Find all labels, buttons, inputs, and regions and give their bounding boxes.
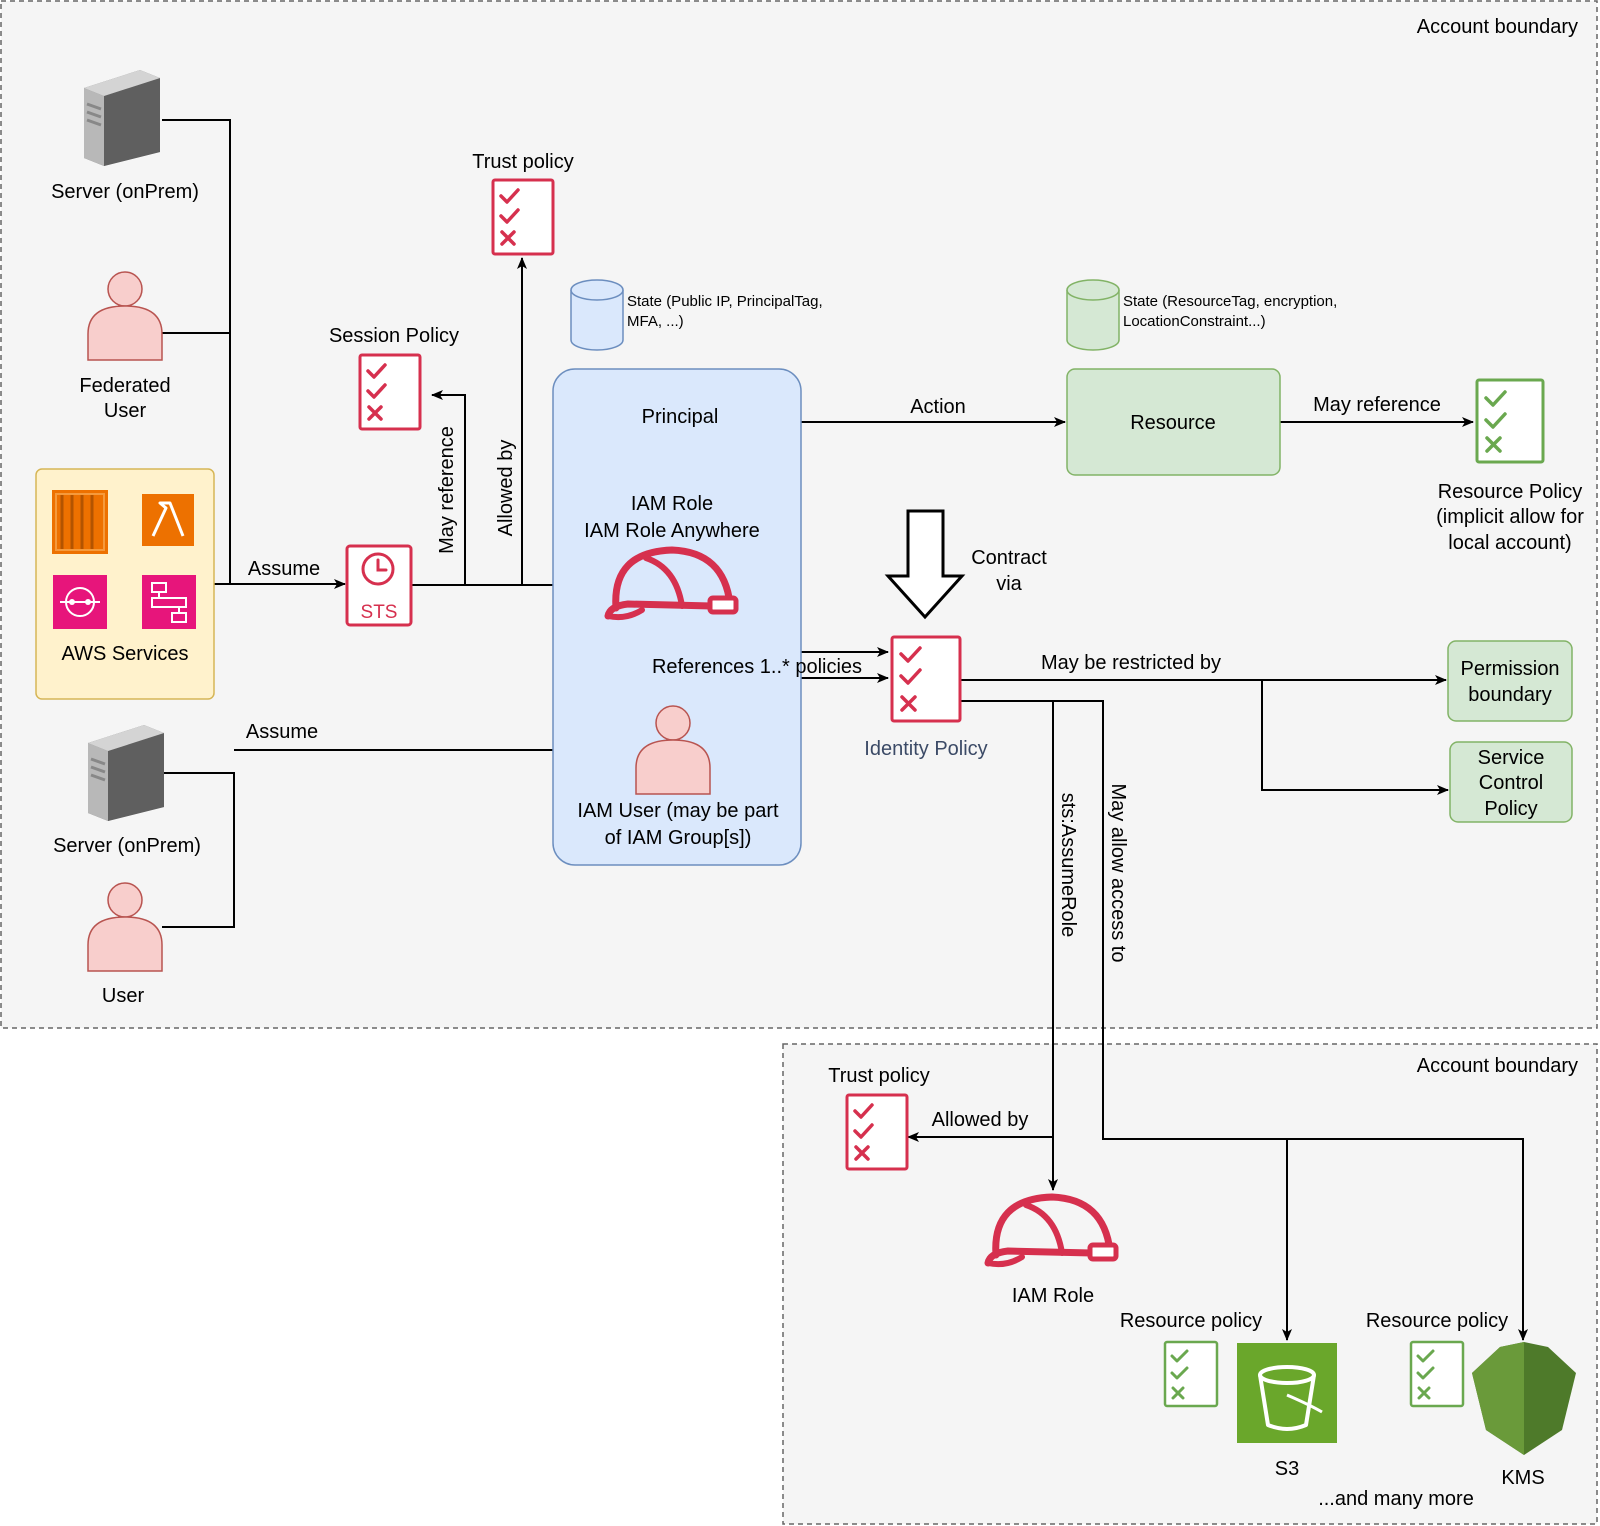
state-principal-line1: State (Public IP, PrincipalTag, bbox=[627, 293, 823, 310]
lambda-icon bbox=[142, 494, 194, 546]
scp-label-1: Service bbox=[1478, 747, 1545, 769]
kms-icon bbox=[1472, 1342, 1576, 1455]
federated-user-label-1: Federated bbox=[79, 375, 170, 397]
account-boundary-bottom bbox=[782, 1043, 1598, 1525]
server-icon bbox=[86, 723, 166, 823]
trust-policy-bottom-label: Trust policy bbox=[828, 1065, 930, 1087]
scp-box bbox=[1449, 741, 1573, 823]
edge-server-top bbox=[162, 119, 231, 584]
permission-boundary-label-1: Permission bbox=[1461, 658, 1560, 680]
database-icon bbox=[570, 279, 624, 351]
aws-services-label: AWS Services bbox=[61, 643, 188, 665]
may-reference-resource-label: May reference bbox=[1313, 394, 1441, 416]
resource-box bbox=[1066, 368, 1281, 476]
contract-via-label-2: via bbox=[996, 573, 1022, 595]
and-many-more-label: ...and many more bbox=[1318, 1488, 1474, 1510]
state-resource-line1: State (ResourceTag, encryption, bbox=[1123, 293, 1337, 310]
may-reference-session-label: May reference bbox=[436, 426, 458, 554]
server-icon bbox=[82, 68, 162, 168]
assume-bottom-label: Assume bbox=[246, 721, 318, 743]
federated-user-label-2: User bbox=[104, 400, 147, 422]
state-principal-line2: MFA, ...) bbox=[627, 313, 684, 330]
iam-user-label-1: IAM User (may be part bbox=[577, 800, 779, 822]
resource-policy-s3-label: Resource policy bbox=[1120, 1310, 1262, 1332]
policy-document-icon bbox=[358, 353, 422, 431]
policy-document-icon bbox=[491, 178, 555, 256]
edge-server-bottom bbox=[162, 772, 235, 928]
iam-role-bottom-label: IAM Role bbox=[1012, 1285, 1094, 1307]
permission-boundary-box bbox=[1447, 640, 1573, 722]
resource-policy-label-1: Resource Policy bbox=[1438, 481, 1583, 503]
scp-label-2: Control bbox=[1479, 772, 1543, 794]
policy-document-icon bbox=[1409, 1340, 1465, 1408]
state-resource-line2: LocationConstraint...) bbox=[1123, 313, 1266, 330]
server-top-label: Server (onPrem) bbox=[51, 181, 199, 203]
identity-policy-label: Identity Policy bbox=[864, 738, 987, 760]
assume-top-label: Assume bbox=[248, 558, 320, 580]
principal-box bbox=[552, 368, 802, 866]
eventbridge-icon bbox=[53, 575, 107, 629]
down-arrow-icon bbox=[884, 509, 966, 620]
policy-document-icon bbox=[1475, 378, 1545, 464]
permission-boundary-label-2: boundary bbox=[1468, 684, 1551, 706]
action-label: Action bbox=[910, 396, 966, 418]
policy-document-icon bbox=[1163, 1340, 1219, 1408]
iam-user-label-2: of IAM Group[s]) bbox=[605, 827, 752, 849]
resource-policy-label-2: (implicit allow for bbox=[1436, 506, 1584, 528]
policy-document-icon bbox=[845, 1093, 909, 1171]
contract-via-label-1: Contract bbox=[971, 547, 1047, 569]
identity-policy-icon bbox=[890, 635, 962, 723]
resource-policy-label-3: local account) bbox=[1448, 532, 1571, 554]
allowed-by-top-label: Allowed by bbox=[495, 440, 517, 537]
step-functions-icon bbox=[142, 575, 196, 629]
server-bottom-label: Server (onPrem) bbox=[53, 835, 201, 857]
resource-label: Resource bbox=[1130, 412, 1216, 434]
allowed-by-bottom-label: Allowed by bbox=[932, 1109, 1029, 1131]
kms-label: KMS bbox=[1501, 1467, 1544, 1489]
account-boundary-bottom-label: Account boundary bbox=[1417, 1055, 1578, 1077]
database-icon bbox=[1066, 279, 1120, 351]
s3-bucket-icon bbox=[1237, 1343, 1337, 1443]
may-allow-access-label: May allow access to bbox=[1107, 784, 1129, 963]
may-be-restricted-by-label: May be restricted by bbox=[1041, 652, 1221, 674]
user-label: User bbox=[102, 985, 145, 1007]
sts-icon bbox=[345, 544, 413, 627]
iam-role-label-1: IAM Role bbox=[631, 493, 713, 515]
scp-label-3: Policy bbox=[1484, 798, 1537, 820]
account-boundary-top-label: Account boundary bbox=[1417, 16, 1578, 38]
edge-restricted-scp bbox=[1261, 680, 1449, 795]
s3-label: S3 bbox=[1275, 1458, 1299, 1480]
edge-session-policy bbox=[431, 390, 466, 585]
edge-may-allow-access bbox=[1053, 700, 1528, 1341]
resource-policy-kms-label: Resource policy bbox=[1366, 1310, 1508, 1332]
references-policies-label: References 1..* policies bbox=[652, 656, 862, 678]
iam-role-label-2: IAM Role Anywhere bbox=[584, 520, 760, 542]
trust-policy-top-label: Trust policy bbox=[472, 151, 574, 173]
principal-title: Principal bbox=[642, 406, 719, 428]
sts-label: STS bbox=[361, 602, 398, 623]
ec2-icon bbox=[52, 490, 108, 554]
session-policy-label: Session Policy bbox=[329, 325, 459, 347]
sts-assumerole-label: sts:AssumeRole bbox=[1057, 793, 1079, 938]
